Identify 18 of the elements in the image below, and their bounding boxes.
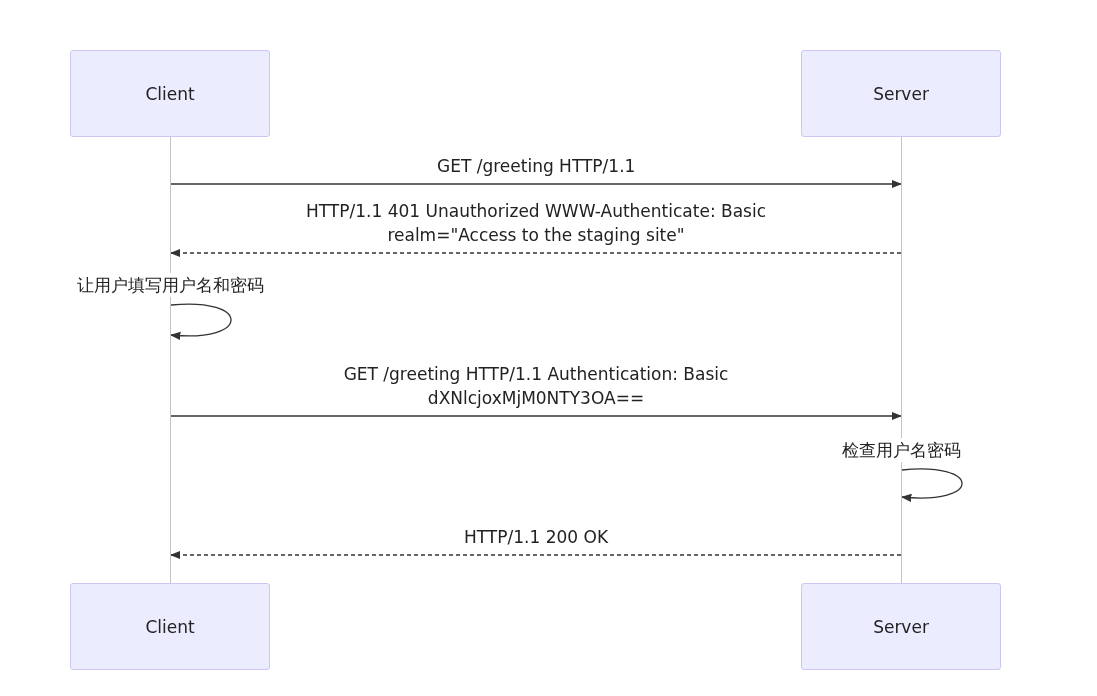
arrow [169, 248, 902, 258]
participant-label: Client [145, 616, 195, 637]
edge-label: 让用户填写用户名和密码 [74, 273, 266, 297]
participant-label: Server [873, 83, 929, 104]
lifeline [901, 137, 902, 583]
participant-box [70, 583, 270, 670]
edge-label: 检查用户名密码 [839, 438, 963, 462]
arrow [169, 303, 232, 340]
participant-box [801, 583, 1001, 670]
arrow [900, 468, 963, 502]
participant-box [70, 50, 270, 137]
arrow [170, 179, 903, 189]
participant-label: Server [873, 616, 929, 637]
arrow [170, 411, 903, 421]
participant-box [801, 50, 1001, 137]
participant-label: Client [145, 83, 195, 104]
arrow [169, 550, 902, 560]
lifeline [170, 137, 171, 583]
